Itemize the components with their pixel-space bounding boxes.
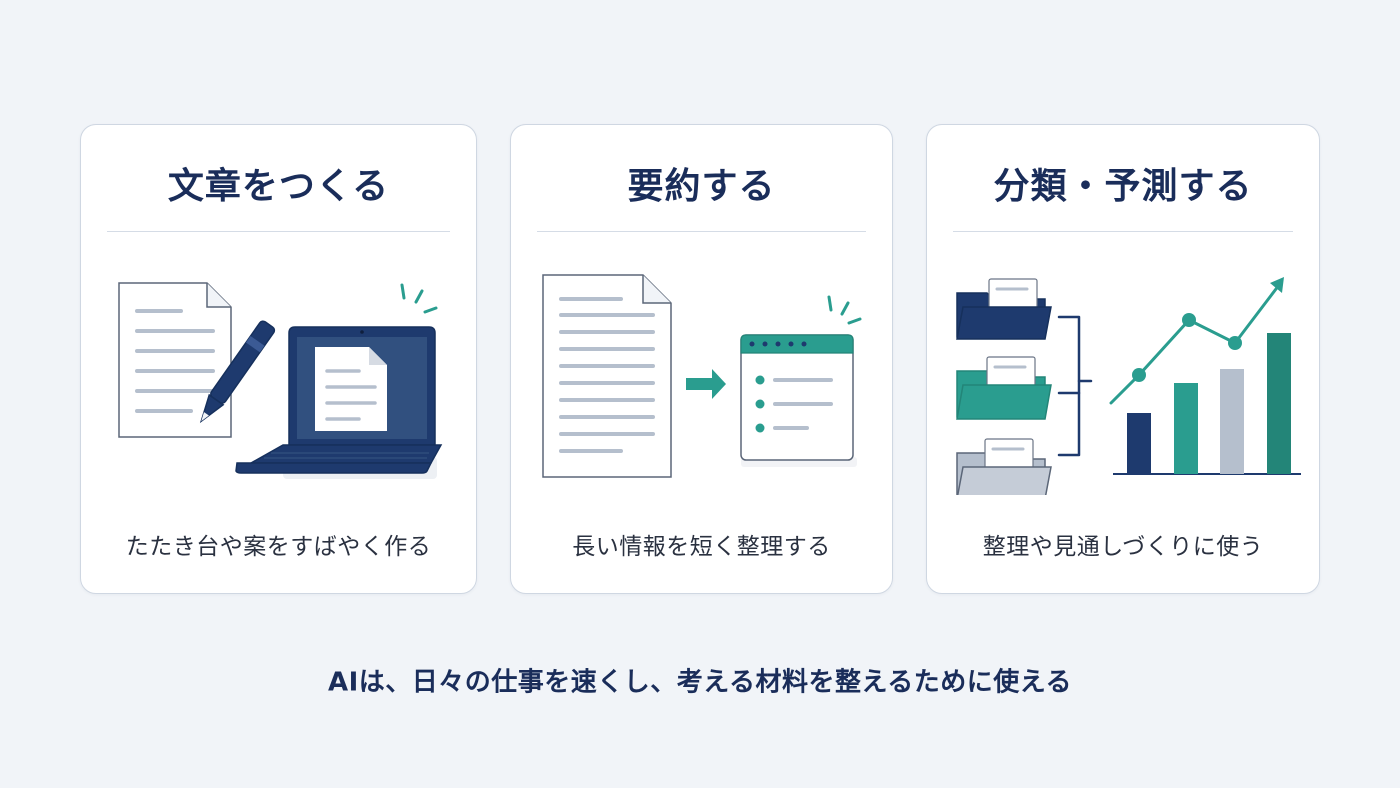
card-summarize: 要約する: [510, 124, 893, 594]
summarize-illustration: [542, 274, 862, 478]
card-caption: 整理や見通しづくりに使う: [982, 534, 1264, 560]
folder-icon: [956, 438, 1052, 495]
folder-icon: [956, 356, 1052, 420]
trend-line-icon: [1109, 277, 1284, 405]
sparkle-icon: [827, 295, 862, 325]
bracket-icon: [1057, 315, 1093, 457]
card-write-text: 文章をつくる: [80, 124, 477, 594]
classify-illustration: [956, 277, 1301, 495]
card-title: 要約する: [627, 166, 776, 207]
card-divider: [537, 231, 866, 232]
card-classify-predict: 分類・予測する: [926, 124, 1320, 594]
summary-window-icon: [740, 334, 857, 467]
card-divider: [107, 231, 450, 232]
arrow-right-icon: [686, 369, 726, 399]
card-caption: 長い情報を短く整理する: [572, 534, 831, 560]
sparkle-icon: [400, 283, 438, 314]
footer-summary-text: AIは、日々の仕事を速くし、考える材料を整えるために使える: [328, 667, 1072, 698]
card-caption: たたき台や案をすばやく作る: [125, 534, 432, 560]
card-title: 文章をつくる: [167, 166, 390, 207]
card-divider: [953, 231, 1293, 232]
card-title: 分類・予測する: [993, 166, 1253, 207]
laptop-icon: [235, 326, 443, 479]
pen-icon: [199, 320, 276, 424]
folder-icon: [956, 278, 1052, 340]
write-illustration: [118, 282, 443, 479]
long-document-icon: [542, 274, 672, 478]
bar-chart-icon: [1113, 333, 1301, 475]
